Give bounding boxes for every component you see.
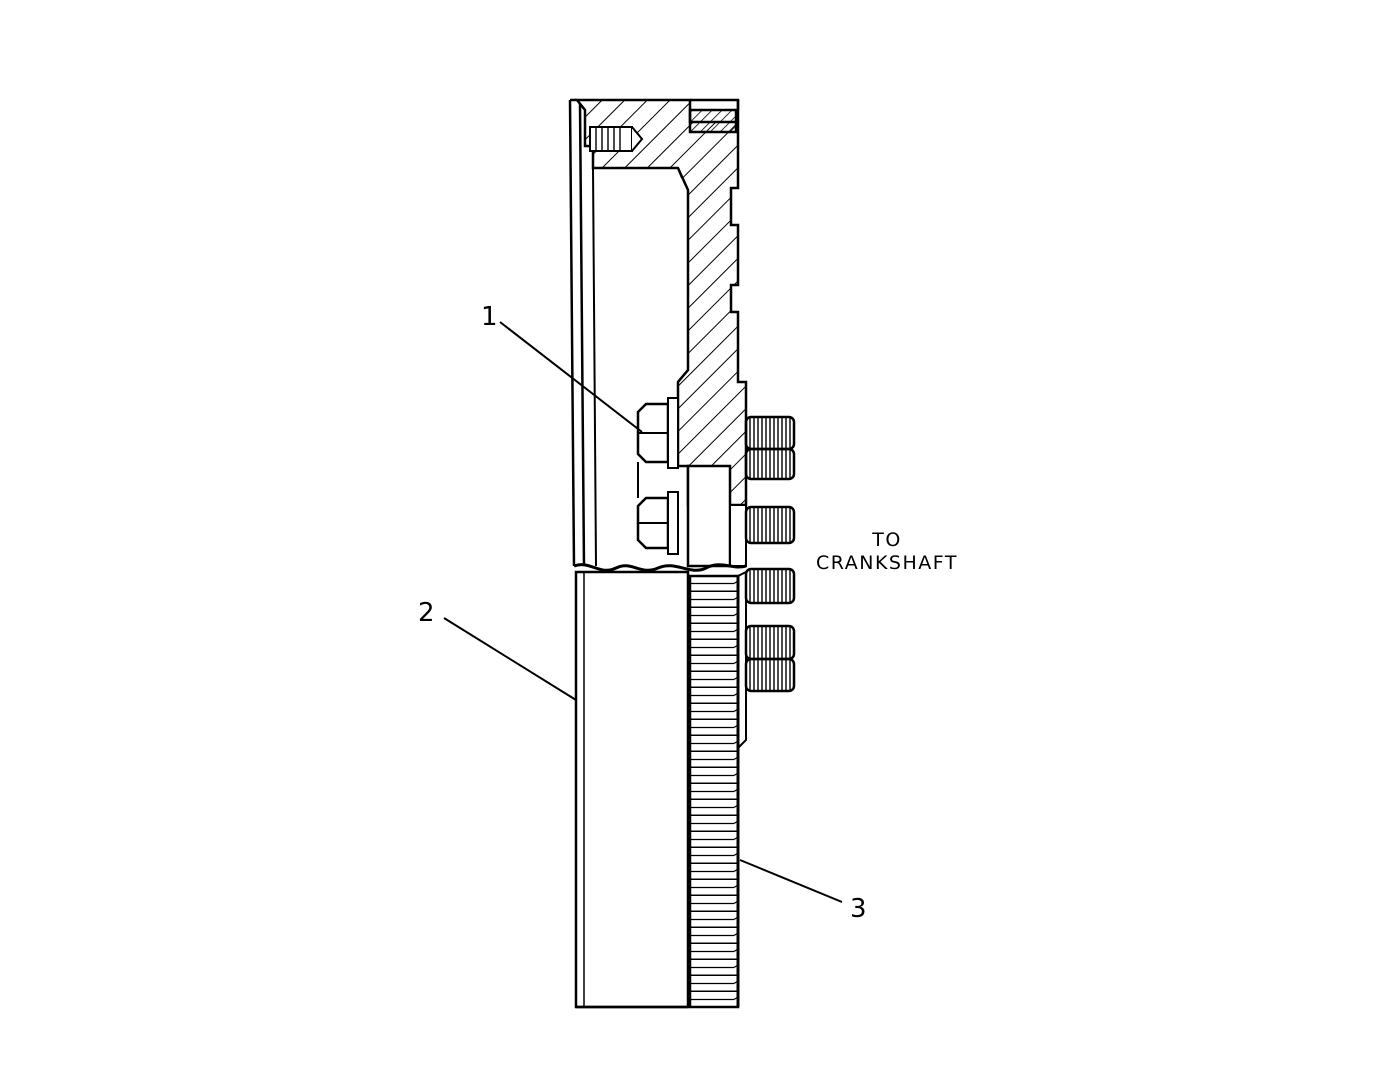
stud-6 [744, 657, 796, 693]
callout-3: 3 [850, 894, 867, 924]
hub-plate [686, 464, 732, 568]
stud-2 [744, 447, 796, 481]
threaded-hole [589, 126, 633, 152]
ring-gear [688, 574, 740, 1009]
retaining-ring [688, 108, 738, 134]
break-line [573, 563, 747, 572]
flywheel-body-hatched [574, 98, 748, 507]
crankshaft-note-line1: TO [871, 529, 902, 551]
stud-4 [744, 567, 796, 605]
stud-1 [744, 415, 796, 451]
flywheel-section [568, 98, 748, 567]
callout-2: 2 [418, 598, 435, 628]
leader-lines [443, 321, 843, 903]
stud-5 [744, 624, 796, 661]
leader-3 [739, 859, 843, 903]
crankshaft-studs [744, 415, 796, 693]
callout-1: 1 [481, 302, 498, 332]
crankshaft-note-line2: CRANKSHAFT [816, 552, 958, 574]
flywheel-exterior [574, 570, 747, 1009]
stud-3 [744, 505, 796, 545]
flywheel-housing [574, 570, 690, 1009]
leader-2 [443, 617, 577, 701]
leader-1 [499, 321, 643, 433]
